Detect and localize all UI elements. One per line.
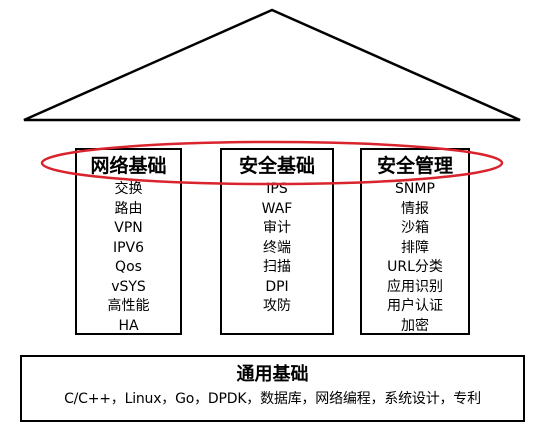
- foundation-description: C/C++，Linux，Go，DPDK，数据库，网络编程，系统设计，专利: [64, 391, 481, 407]
- roof-shape: [23, 8, 521, 122]
- list-item: 终端: [263, 239, 291, 256]
- list-item: 攻防: [263, 298, 291, 314]
- foundation-block: 通用基础 C/C++，Linux，Go，DPDK，数据库，网络编程，系统设计，专…: [20, 355, 525, 422]
- list-item: 加密: [401, 317, 429, 334]
- pillar-security-management: 安全管理 SNMP 情报 沙箱 排障 URL分类 应用识别 用户认证 加密: [360, 148, 470, 335]
- pillar-title: 网络基础: [90, 155, 167, 177]
- list-item: 审计: [263, 220, 291, 236]
- list-item: 高性能: [107, 298, 150, 314]
- list-item: 排障: [401, 239, 429, 256]
- list-item: Qos: [115, 259, 142, 275]
- list-item: DPI: [265, 278, 289, 295]
- foundation-title: 通用基础: [236, 364, 309, 385]
- list-item: vSYS: [111, 278, 146, 295]
- pillar-security-basics: 安全基础 IPS WAF 审计 终端 扫描 DPI 攻防: [220, 148, 334, 335]
- list-item: SNMP: [395, 181, 435, 197]
- list-item: 用户认证: [387, 298, 443, 314]
- pillar-item-list: SNMP 情报 沙箱 排障 URL分类 应用识别 用户认证 加密: [362, 180, 468, 336]
- list-item: URL分类: [387, 259, 443, 275]
- list-item: HA: [118, 317, 139, 334]
- pillar-item-list: IPS WAF 审计 终端 扫描 DPI 攻防: [222, 180, 332, 317]
- list-item: 路由: [114, 200, 143, 217]
- pillar-network-basics: 网络基础 交换 路由 VPN IPV6 Qos vSYS 高性能 HA: [75, 148, 182, 335]
- list-item: 扫描: [263, 259, 291, 275]
- list-item: IPS: [266, 181, 288, 197]
- list-item: IPV6: [112, 239, 145, 256]
- pillar-title: 安全管理: [376, 155, 453, 177]
- list-item: 情报: [401, 200, 429, 217]
- roof-triangle: [23, 8, 521, 122]
- list-item: 应用识别: [387, 278, 443, 295]
- list-item: 沙箱: [401, 220, 429, 236]
- list-item: WAF: [261, 200, 293, 217]
- list-item: 交换: [114, 181, 143, 197]
- pillar-title: 安全基础: [238, 155, 315, 177]
- list-item: VPN: [114, 220, 143, 236]
- pillar-item-list: 交换 路由 VPN IPV6 Qos vSYS 高性能 HA: [77, 180, 180, 336]
